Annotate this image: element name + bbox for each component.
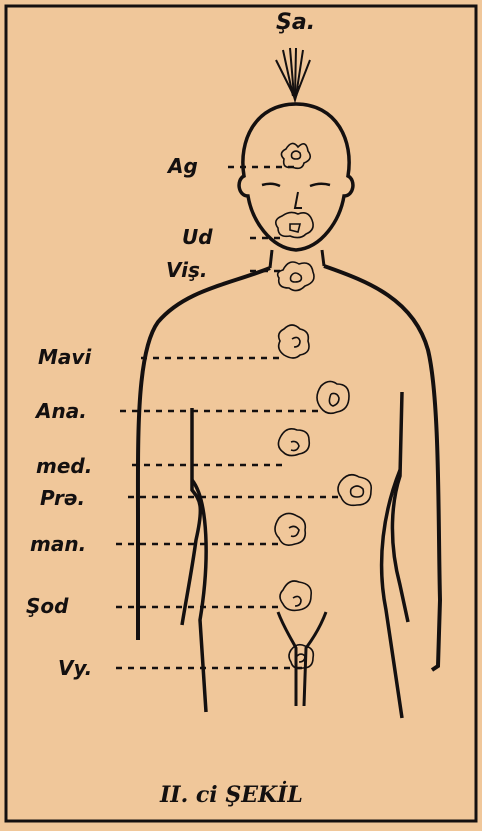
label-med: med. <box>36 456 92 476</box>
neck-left <box>270 250 272 268</box>
eye-left <box>262 184 280 186</box>
swirl-sod <box>280 581 311 610</box>
label-vy: Vy. <box>58 658 92 678</box>
swirl-mavi <box>279 325 309 358</box>
label-ag: Ag <box>168 156 198 176</box>
leader-lines <box>116 167 340 668</box>
figure-caption: II. ci ŞEKİL <box>160 782 303 808</box>
swirl-ag <box>281 143 310 168</box>
groin-left <box>278 612 296 706</box>
neck-right <box>322 250 324 266</box>
swirl-man <box>275 513 305 545</box>
swirl-vis <box>278 262 314 291</box>
label-man: man. <box>30 534 86 554</box>
label-pra: Prə. <box>40 488 85 508</box>
groin-right <box>304 612 326 706</box>
body-right-outline <box>324 266 440 670</box>
head-outline <box>239 104 353 250</box>
label-sa: Şa. <box>276 12 315 34</box>
label-sod: Şod <box>26 596 68 616</box>
swirl-pra <box>338 475 371 506</box>
eye-right <box>310 184 330 186</box>
energy-swirls <box>275 143 371 668</box>
nose <box>295 192 302 208</box>
swirl-med <box>278 429 309 456</box>
crown-rays <box>276 48 310 100</box>
label-ana: Ana. <box>36 401 87 421</box>
right-arm-inner <box>392 392 408 622</box>
label-mavi: Mavi <box>38 347 91 367</box>
left-arm-inner <box>182 408 200 625</box>
swirl-vy <box>289 645 313 669</box>
swirl-ana <box>317 381 349 413</box>
swirl-ud <box>276 212 313 237</box>
label-ud: Ud <box>182 227 213 247</box>
label-vis: Viş. <box>166 260 207 280</box>
